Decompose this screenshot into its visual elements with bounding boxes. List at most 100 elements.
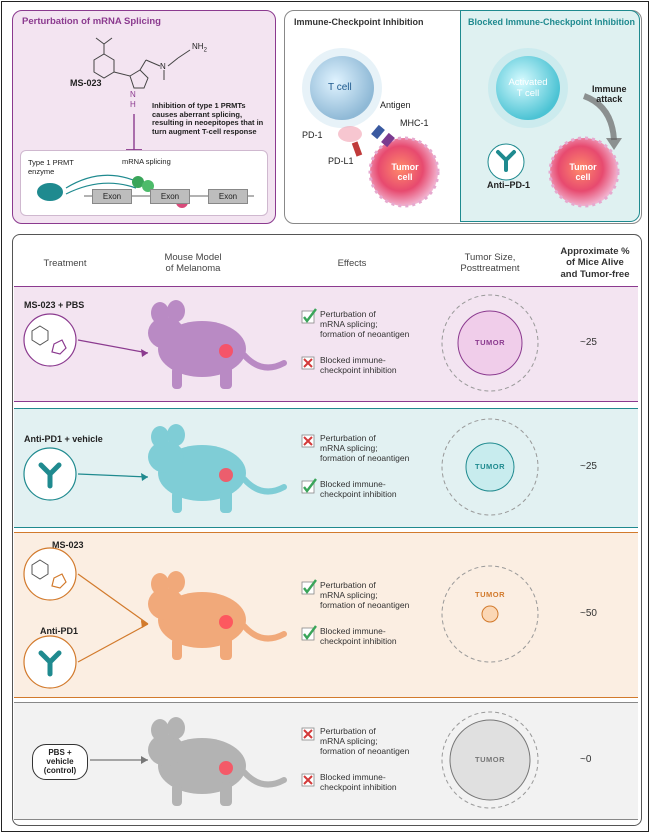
- row1-block-line2: checkpoint inhibition: [320, 365, 397, 375]
- row4-blocked-cross-icon: [303, 775, 313, 785]
- mouse-1-tail: [241, 352, 287, 371]
- molecule-pyrrole-3: [51, 573, 67, 589]
- exon-3: Exon: [208, 189, 248, 204]
- header-percent: Approximate % of Mice Alive and Tumor-fr…: [550, 246, 640, 280]
- row2-splice-line2: mRNA splicing;: [320, 443, 378, 453]
- treatment-arrow-3-2: [77, 623, 149, 663]
- row3-label-1: MS-023: [52, 540, 84, 550]
- mrna-label: mRNA splicing: [122, 157, 171, 166]
- antigen-label: Antigen: [380, 100, 411, 110]
- row4-block-line1: Blocked immune-: [320, 772, 386, 782]
- row-combo: [14, 532, 638, 698]
- row1-blocked-cross-icon: [303, 358, 313, 368]
- row4-block-line2: checkpoint inhibition: [320, 782, 397, 792]
- row3-splice-line2: mRNA splicing;: [320, 590, 378, 600]
- tumor-cell-2-line1: Tumor: [569, 162, 597, 172]
- mouse-4-part-6: [220, 782, 232, 806]
- amine-n: NH: [192, 42, 204, 51]
- exon-1: Exon: [92, 189, 132, 204]
- mouse-4: [148, 717, 287, 806]
- row4-label-line2: vehicle: [46, 756, 74, 766]
- row2-tumor-label: TUMOR: [475, 462, 505, 471]
- row4-tumor-label: TUMOR: [475, 755, 505, 764]
- arrowhead-4: [141, 756, 148, 764]
- row3-tumor-size: [481, 605, 499, 623]
- checkpoint-cells: [302, 48, 622, 208]
- row3-block-line1: Blocked immune-: [320, 626, 386, 636]
- arrowhead-1-1: [141, 349, 148, 357]
- row3-tumor-outline: [441, 565, 539, 663]
- mouse-3-part-5: [172, 638, 182, 660]
- pyrrole-h-label: H: [130, 100, 136, 109]
- activated-line2: T cell: [516, 87, 540, 99]
- attack-line2: attack: [596, 94, 623, 105]
- mouse-3: [148, 571, 287, 660]
- attack-line1: Immune: [592, 84, 627, 94]
- row4-label-line3: (control): [43, 765, 77, 775]
- mouse-3-tumor: [219, 615, 233, 629]
- tumor-cell-label-1: Tumor cell: [390, 162, 420, 183]
- amine-sub: 2: [203, 47, 207, 54]
- molecule-ring-3: [31, 559, 49, 580]
- mouse-4-tail: [241, 769, 287, 788]
- row2-label: Anti-PD1 + vehicle: [24, 434, 103, 444]
- mouse-3-part-2: [148, 588, 184, 620]
- mouse-2-tail: [241, 476, 287, 495]
- ms023-name: MS-023: [70, 78, 102, 88]
- row1-block-line1: Blocked immune-: [320, 355, 386, 365]
- activated-line1: Activated: [508, 77, 548, 88]
- header-treatment: Treatment: [43, 258, 87, 269]
- header-percent-line1: Approximate %: [560, 246, 630, 257]
- mouse-1-part-6: [220, 365, 232, 389]
- row-control: [14, 702, 638, 820]
- blocked-title: Blocked Immune-Checkpoint Inhibition: [468, 17, 636, 27]
- enzyme-label: Type 1 PRMT enzyme: [28, 158, 74, 176]
- row3-percent: ~50: [580, 608, 597, 619]
- row1-percent: ~25: [580, 337, 597, 348]
- arrowhead-3-2: [141, 620, 148, 628]
- header-size-line2: Posttreatment: [460, 263, 520, 275]
- row2-tumor-size: [465, 442, 515, 492]
- mouse-4-part-4: [167, 717, 185, 739]
- splicing-panel-title: Perturbation of mRNA Splicing: [22, 16, 161, 27]
- mouse-1-part-5: [172, 367, 182, 389]
- treatment-icon-3-1: [23, 547, 77, 601]
- header-model-line1: Mouse Model: [164, 252, 222, 263]
- mouse-2-part-2: [148, 441, 184, 473]
- row2-block-line1: Blocked immune-: [320, 479, 386, 489]
- mouse-3-part-4: [167, 571, 185, 593]
- row3-tumor-label: TUMOR: [475, 590, 505, 599]
- row3-blocked-check-icon: [303, 625, 317, 640]
- anti-pd1-label: Anti–PD-1: [487, 180, 531, 190]
- splicing-description: Inhibition of type 1 PRMTs causes aberra…: [152, 101, 264, 136]
- antibody-icon-2: [38, 462, 62, 489]
- row1-tumor-label: TUMOR: [475, 338, 505, 347]
- tumor-cell-2-line2: cell: [575, 172, 591, 183]
- row2-blocked-check-icon: [303, 478, 317, 493]
- treatment-arrow-1-1: [77, 339, 149, 354]
- mhc-label: MHC-1: [400, 118, 429, 128]
- row2-splicing-cross-icon: [303, 436, 313, 446]
- mouse-2-part-6: [220, 489, 232, 513]
- mouse-2-tumor: [219, 468, 233, 482]
- header-model-line2: of Melanoma: [165, 263, 221, 275]
- row2-percent: ~25: [580, 461, 597, 472]
- mouse-2: [148, 424, 287, 513]
- header-effects: Effects: [337, 258, 367, 269]
- row2-splice-line3: formation of neoantigen: [320, 453, 410, 463]
- row4-percent: ~0: [580, 754, 592, 765]
- row1-tumor-outline: [441, 294, 539, 392]
- mouse-4-tumor: [219, 761, 233, 775]
- row4-label: PBS + vehicle (control): [32, 744, 88, 780]
- tumor-cell-1-line2: cell: [397, 172, 413, 183]
- antibody-icon-3: [38, 650, 62, 677]
- molecule-ring-1: [31, 325, 49, 346]
- arrowhead-2-1: [141, 473, 148, 481]
- header-size-line1: Tumor Size,: [464, 252, 516, 263]
- header-size: Tumor Size, Posttreatment: [440, 252, 540, 275]
- row3-block-line2: checkpoint inhibition: [320, 636, 397, 646]
- activated-t-cell-label: Activated T cell: [507, 77, 549, 100]
- pd1-label: PD-1: [302, 130, 323, 140]
